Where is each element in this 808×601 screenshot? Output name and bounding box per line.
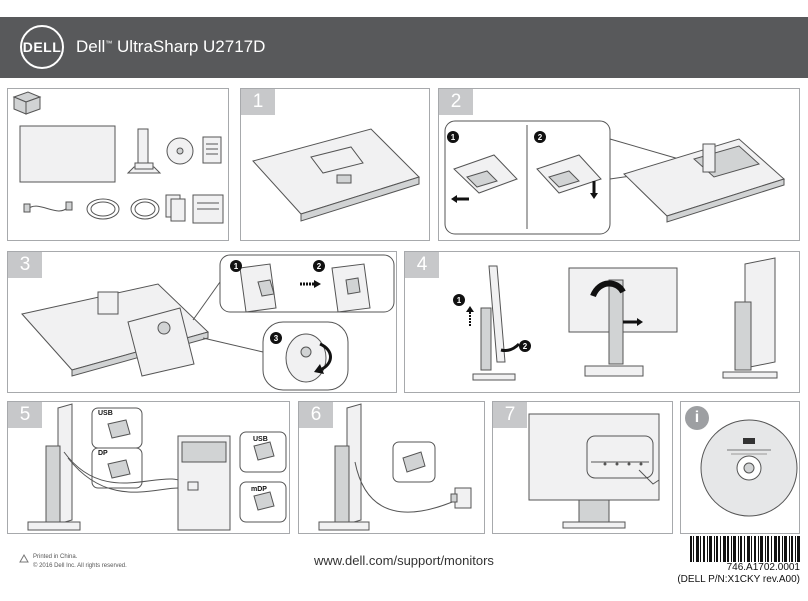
step-7-panel: 7	[492, 401, 673, 534]
step-number: 6	[299, 402, 333, 428]
step-3-illustration	[21, 254, 395, 391]
box-contents-panel	[7, 88, 229, 241]
stand-part	[126, 128, 162, 174]
info-icon: i	[685, 406, 709, 430]
callout-2: 2	[519, 340, 531, 352]
barcode	[690, 536, 800, 562]
footer-legal: Printed in China. © 2016 Dell Inc. All r…	[33, 553, 127, 571]
dp-label: DP	[98, 450, 108, 457]
step-1-illustration	[252, 128, 420, 222]
box-contents-illustration	[12, 91, 224, 224]
printed-in: Printed in China.	[33, 554, 78, 560]
step-number: 3	[8, 252, 42, 278]
recycle-icon	[19, 554, 29, 563]
usb-cable	[130, 198, 160, 220]
step-2-panel: 2 1 2	[438, 88, 800, 241]
dell-logo: DELL	[20, 25, 64, 69]
copyright: © 2016 Dell Inc. All rights reserved.	[33, 563, 127, 569]
step-number: 2	[439, 89, 473, 115]
step-6-illustration	[318, 403, 472, 531]
step-7-illustration	[528, 413, 660, 529]
header-bar: DELL Dell™ UltraSharp U2717D	[0, 17, 808, 78]
dp-cable	[86, 198, 120, 220]
info-panel: i	[680, 401, 800, 534]
step-4-panel: 4 1 2	[404, 251, 800, 393]
small-documents	[165, 194, 224, 224]
step-number: 5	[8, 402, 42, 428]
documents	[202, 136, 222, 164]
step-5-illustration	[27, 403, 287, 531]
callout-2: 2	[313, 260, 325, 272]
mdp-label: mDP	[251, 486, 267, 493]
step-2-illustration	[444, 120, 785, 235]
usb-pc-label: USB	[253, 436, 268, 443]
dell-part-number: (DELL P/N:X1CKY rev.A00)	[677, 574, 800, 585]
step-number: 4	[405, 252, 439, 278]
usb-label: USB	[98, 410, 113, 417]
product-title: Dell™ UltraSharp U2717D	[76, 37, 266, 56]
step-6-panel: 6	[298, 401, 485, 534]
step-number: 1	[241, 89, 275, 115]
cd-disc	[166, 137, 194, 165]
box-icon	[12, 91, 42, 115]
step-4-illustration	[466, 257, 778, 381]
documentation-disc	[700, 419, 798, 517]
callout-1: 1	[453, 294, 465, 306]
callout-2: 2	[534, 131, 546, 143]
power-cable	[23, 201, 73, 213]
callout-1: 1	[447, 131, 459, 143]
callout-3: 3	[270, 332, 282, 344]
monitor-panel	[19, 125, 116, 183]
step-3-panel: 3 1 2 3	[7, 251, 397, 393]
support-url[interactable]: www.dell.com/support/monitors	[314, 553, 494, 568]
step-5-panel: 5 USB DP USB mDP	[7, 401, 290, 534]
step-1-panel: 1	[240, 88, 430, 241]
part-number: 746.A1702.0001	[726, 562, 800, 573]
callout-1: 1	[230, 260, 242, 272]
step-number: 7	[493, 402, 527, 428]
